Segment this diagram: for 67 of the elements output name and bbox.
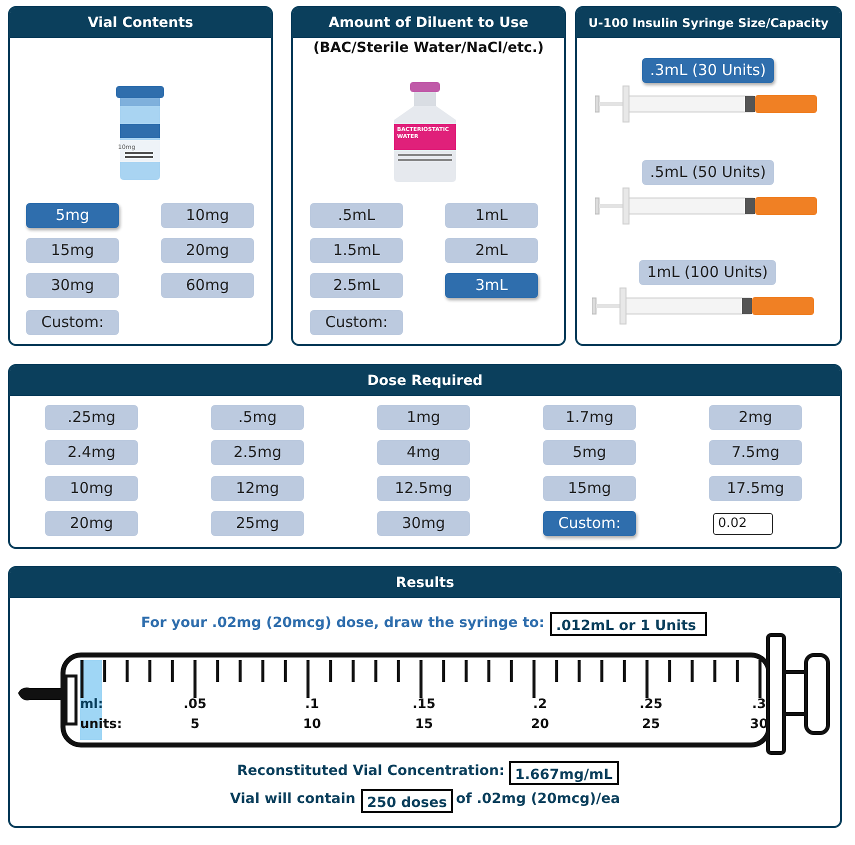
result-text: Vial will contain: [230, 791, 356, 807]
option-button: 2mg: [709, 405, 802, 430]
option-button: 1mL (100 Units): [639, 260, 776, 285]
option-button: 5mg: [543, 440, 636, 465]
instruction-text: For your .02mg (20mcg) dose, draw the syringe to:: [141, 615, 545, 631]
option-button: 2.5mL: [310, 273, 403, 298]
option-button: .5mL (50 Units): [642, 160, 774, 185]
option-button: 20mg: [45, 511, 138, 536]
option-button: .25mg: [45, 405, 138, 430]
scale-number: 15: [414, 717, 434, 732]
scale-number: 20: [530, 717, 550, 732]
scale-number: 10: [302, 717, 322, 732]
option-button: 12mg: [211, 476, 304, 501]
option-button: Custom:: [543, 511, 636, 536]
option-button: .3mL (30 Units): [642, 58, 774, 83]
option-button: 4mg: [377, 440, 470, 465]
scale-number: .1: [305, 697, 319, 712]
scale-number: .05: [183, 697, 207, 712]
panel: [8, 6, 273, 346]
panel: [8, 364, 842, 549]
option-button: .5mL: [310, 203, 403, 228]
option-button: Custom:: [310, 310, 403, 335]
panel: [291, 6, 566, 346]
option-button: .5mg: [211, 405, 304, 430]
option-button: 5mg: [26, 203, 119, 228]
option-button: 2.5mg: [211, 440, 304, 465]
option-button: 30mg: [26, 273, 119, 298]
result-value: 250 doses: [361, 789, 453, 813]
panel-subtitle: (BAC/Sterile Water/NaCl/etc.): [312, 40, 545, 56]
option-button: 20mg: [161, 238, 254, 263]
option-button: 25mg: [211, 511, 304, 536]
option-button: 2.4mg: [45, 440, 138, 465]
option-button: 1mg: [377, 405, 470, 430]
panel-header: Dose Required: [10, 366, 840, 396]
option-button: 1.7mg: [543, 405, 636, 430]
option-button: 30mg: [377, 511, 470, 536]
option-button: 10mg: [45, 476, 138, 501]
option-button: 2mL: [445, 238, 538, 263]
scale-number: .15: [412, 697, 436, 712]
scale-label: ml:: [80, 697, 104, 712]
scale-label: units:: [80, 717, 122, 732]
result-text: Reconstituted Vial Concentration:: [237, 763, 505, 779]
option-button: 1mL: [445, 203, 538, 228]
scale-number: 5: [190, 717, 200, 732]
option-button: 15mg: [543, 476, 636, 501]
option-button: 10mg: [161, 203, 254, 228]
option-button: 7.5mg: [709, 440, 802, 465]
option-button: 12.5mg: [377, 476, 470, 501]
option-button: 3mL: [445, 273, 538, 298]
option-button: 17.5mg: [709, 476, 802, 501]
result-value: 1.667mg/mL: [509, 761, 619, 785]
scale-number: .25: [639, 697, 663, 712]
scale-number: .2: [533, 697, 547, 712]
input-field: 0.02: [713, 513, 773, 535]
result-value: .012mL or 1 Units: [550, 612, 707, 636]
result-text: of .02mg (20mcg)/ea: [456, 791, 620, 807]
panel-header: Results: [10, 568, 840, 598]
option-button: 60mg: [161, 273, 254, 298]
scale-number: .3: [752, 697, 766, 712]
panel-header: U-100 Insulin Syringe Size/Capacity: [577, 8, 840, 38]
option-button: 15mg: [26, 238, 119, 263]
panel: [8, 566, 842, 828]
panel-header: Vial Contents: [10, 8, 271, 38]
option-button: 1.5mL: [310, 238, 403, 263]
scale-number: 25: [642, 717, 660, 732]
panel-header: Amount of Diluent to Use: [293, 8, 564, 38]
option-button: Custom:: [26, 310, 119, 335]
